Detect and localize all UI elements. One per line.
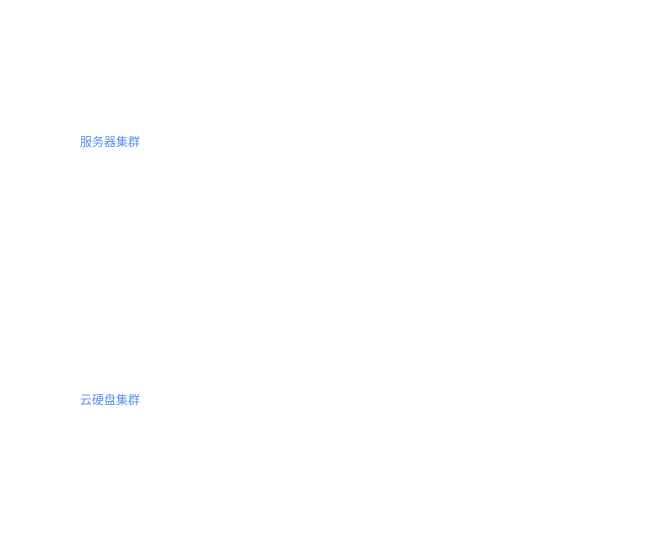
cloud-disk-cluster-link[interactable]: 云硬盘集群 (80, 393, 141, 407)
server-cluster-link[interactable]: 服务器集群 (80, 135, 141, 149)
